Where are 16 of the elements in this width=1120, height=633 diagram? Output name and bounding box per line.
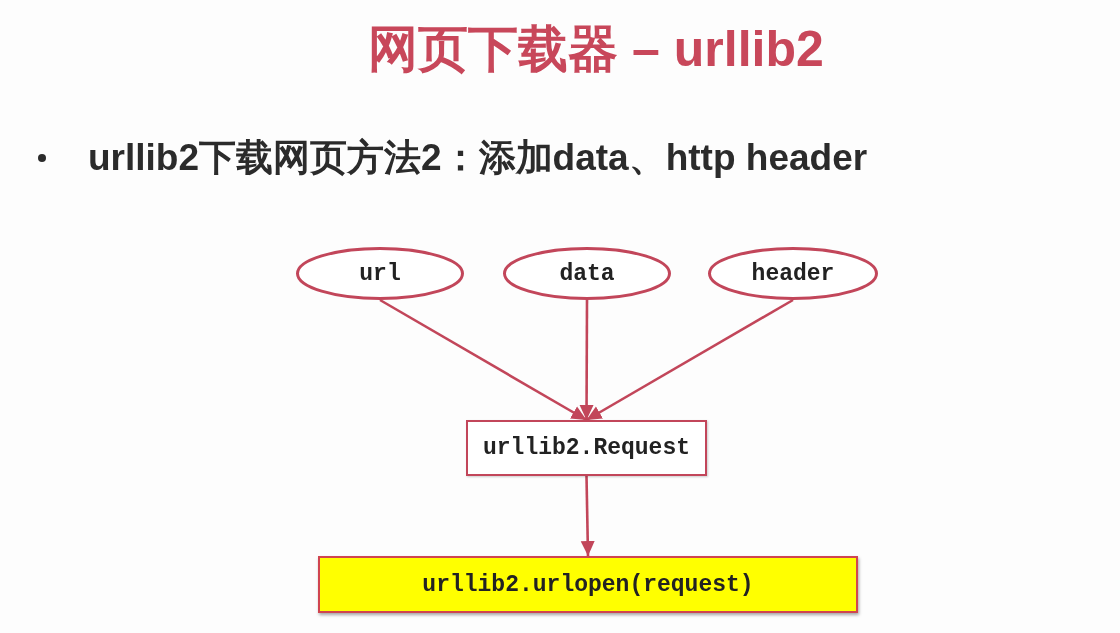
- arrow: [585, 298, 794, 422]
- input-ellipse: [503, 247, 671, 300]
- highlight-box: [318, 556, 858, 613]
- code-label: urllib2.Request: [482, 434, 690, 462]
- code-label: url: [359, 259, 401, 288]
- input-ellipse: [296, 247, 464, 300]
- slide-title: 网页下载器 – urllib2: [368, 21, 824, 77]
- code-label: header: [751, 259, 835, 288]
- arrow: [580, 475, 595, 557]
- process-box: [466, 420, 707, 476]
- arrow: [379, 298, 588, 422]
- code-label: data: [559, 259, 615, 288]
- bullet-text: urllib2下载网页方法2：添加data、http header: [88, 136, 868, 180]
- code-label: urllib2.urlopen(request): [422, 570, 754, 599]
- input-ellipse: [708, 247, 878, 300]
- arrow: [579, 300, 594, 420]
